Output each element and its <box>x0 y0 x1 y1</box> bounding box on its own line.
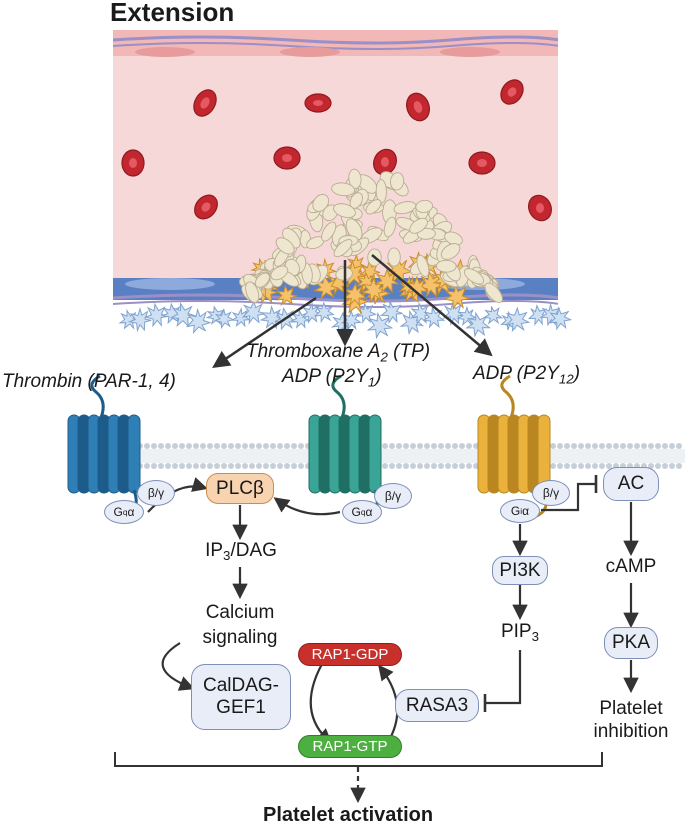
subendothelial-cell <box>169 301 197 328</box>
subendothelial-cell <box>313 301 335 324</box>
platelet <box>270 265 289 281</box>
platelet <box>348 168 362 189</box>
platelet <box>383 216 397 238</box>
cell-membrane <box>109 443 685 469</box>
inhibit-gi-ac <box>541 482 595 512</box>
subendothelial-cell <box>482 306 504 325</box>
pip3-label: PIP3 <box>500 621 540 644</box>
subendothelial-cell <box>342 281 368 307</box>
subendothelial-cell <box>230 307 252 328</box>
platelet <box>415 199 434 213</box>
platelet <box>275 237 295 255</box>
platelet <box>484 282 503 303</box>
platelet <box>245 281 260 303</box>
subendothelial-cell <box>443 284 471 311</box>
rasa3-node: RASA3 <box>395 689 479 722</box>
beta-gamma-right: β/γ <box>532 480 570 506</box>
platelet <box>312 193 330 212</box>
p2y12-receptor-label: ADP (P2Y12) <box>473 363 581 387</box>
subendothelial-cell <box>127 307 152 333</box>
tp-receptor-label: Thromboxane A2 (TP) <box>246 341 431 365</box>
platelet <box>321 221 337 242</box>
platelet <box>463 268 485 285</box>
subendothelial-cell <box>366 312 394 340</box>
platelet-activation-label: Platelet activation <box>263 804 434 826</box>
caldag-gef1-node: CalDAG-GEF1 <box>191 664 291 730</box>
platelet <box>409 217 428 234</box>
platelet <box>375 179 387 204</box>
tp-receptor <box>308 374 382 519</box>
figure-title: Extension <box>110 0 235 27</box>
subendothelial-cell <box>356 302 378 324</box>
subendothelial-cell <box>409 302 433 325</box>
arrow-gdp-to-gtp <box>309 663 333 745</box>
arrow-gq-left-to-plcb <box>147 477 208 513</box>
camp-label: cAMP <box>605 556 657 577</box>
ip3-dag-label: IP3/DAG <box>205 540 277 563</box>
arrow-to-thrombin <box>212 296 317 368</box>
rap1-gtp-node: RAP1-GTP <box>298 735 402 758</box>
activation-bracket <box>114 752 603 767</box>
platelet <box>254 272 270 288</box>
subendothelial-cell <box>185 307 212 335</box>
platelet <box>333 203 356 219</box>
rap1-gdp-node: RAP1-GDP <box>298 643 402 666</box>
platelet <box>435 259 457 273</box>
subendothelial-cell <box>442 301 467 326</box>
subendothelial-cell <box>275 284 299 307</box>
subendothelial-cell <box>143 302 170 328</box>
platelet <box>333 239 353 258</box>
subendothelial-cell <box>213 308 235 330</box>
platelet <box>365 199 382 215</box>
platelet <box>390 172 405 191</box>
thrombin-receptor-label: Thrombin (PAR-1, 4) <box>2 371 176 392</box>
beta-gamma-left: β/γ <box>137 480 175 506</box>
platelet <box>345 218 363 241</box>
subendothelial-cell <box>548 306 573 331</box>
subendothelial-cell <box>456 305 478 327</box>
par-receptor <box>67 374 141 519</box>
p2y1-receptor-label: ADP (P2Y1) <box>282 366 382 390</box>
arrow-calcium-to-caldag <box>161 642 195 691</box>
beta-gamma-mid: β/γ <box>374 483 412 509</box>
vessel-illustration <box>113 30 573 340</box>
subendothelial-cell <box>241 299 267 325</box>
subendothelial-cell <box>340 308 362 331</box>
platelet <box>393 201 417 215</box>
platelet <box>331 182 356 197</box>
plcb-node: PLCβ <box>206 473 274 504</box>
subendothelial-cell <box>379 300 403 325</box>
pi3k-node: PI3K <box>492 556 548 585</box>
p2y12-receptor <box>477 374 551 519</box>
subendothelial-cell <box>312 274 340 301</box>
subendothelial-cell <box>504 306 531 333</box>
platelet <box>416 254 430 278</box>
ac-node: AC <box>603 467 659 501</box>
platelet <box>440 243 461 260</box>
platelet <box>387 247 401 267</box>
subendothelial-cell <box>160 302 184 325</box>
pka-node: PKA <box>604 627 658 659</box>
arrow-gq-mid-to-plcb <box>273 497 341 516</box>
inhibit-pip3-rasa3 <box>485 650 522 705</box>
arrow-to-p2y12 <box>371 254 493 357</box>
